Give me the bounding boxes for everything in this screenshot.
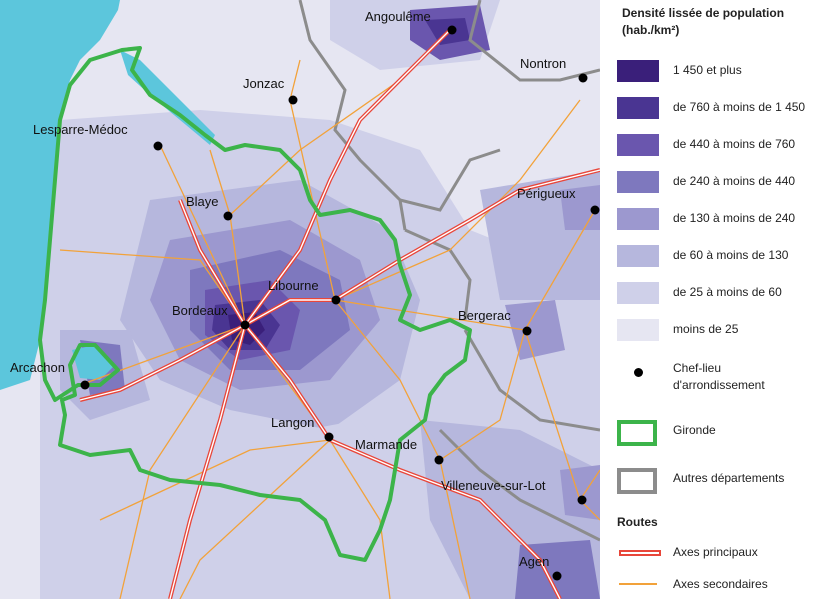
legend-swatch <box>617 282 659 304</box>
main-road-swatch <box>619 550 661 556</box>
chef-lieu-line2: d'arrondissement <box>673 378 765 392</box>
chef-lieu-label: Chef-lieu d'arrondissement <box>673 360 765 394</box>
city-label-langon: Langon <box>271 415 314 430</box>
city-marker-bergerac <box>522 326 532 336</box>
density-unit: (hab./km²) <box>622 23 680 37</box>
legend-class-1: de 760 à moins de 1 450 <box>617 95 833 121</box>
city-label-bergerac: Bergerac <box>458 308 511 323</box>
legend-swatch <box>617 60 659 82</box>
density-title: Densité lissée de population <box>622 6 785 20</box>
ocean <box>0 0 120 390</box>
legend-axes-secondaires: Axes secondaires <box>617 572 833 598</box>
arcachon-basin <box>72 345 115 380</box>
city-label-libourne: Libourne <box>268 278 319 293</box>
city-marker-blaye <box>223 211 233 221</box>
secondary-road-swatch <box>619 583 657 585</box>
routes-title: Routes <box>617 515 658 529</box>
legend-class-label: de 25 à moins de 60 <box>673 285 782 299</box>
city-label-bordeaux: Bordeaux <box>172 303 228 318</box>
legend-class-label: de 240 à moins de 440 <box>673 174 796 188</box>
city-marker-nontron <box>578 73 588 83</box>
city-markers <box>80 25 600 581</box>
legend-swatch <box>617 134 659 156</box>
legend-class-6: de 25 à moins de 60 <box>617 280 833 306</box>
legend-axes-principaux: Axes principaux <box>617 540 833 566</box>
legend-chef-lieu: Chef-lieu d'arrondissement <box>617 360 833 396</box>
legend-swatch <box>617 245 659 267</box>
city-marker-langon <box>324 432 334 442</box>
legend-swatch <box>617 97 659 119</box>
legend-swatch <box>617 208 659 230</box>
legend-class-label: de 440 à moins de 760 <box>673 137 796 151</box>
legend-class-label: de 760 à moins de 1 450 <box>673 100 806 114</box>
legend-class-7: moins de 25 <box>617 317 833 343</box>
gironde-label: Gironde <box>673 423 716 437</box>
legend-class-label: moins de 25 <box>673 322 739 336</box>
city-label-agen: Agen <box>519 554 549 569</box>
city-label-marmande: Marmande <box>355 437 417 452</box>
city-marker-villeneuve <box>577 495 587 505</box>
legend-class-2: de 440 à moins de 760 <box>617 132 833 158</box>
legend-class-label: de 60 à moins de 130 <box>673 248 789 262</box>
legend-class-label: de 130 à moins de 240 <box>673 211 796 225</box>
city-marker-lesparre <box>153 141 163 151</box>
legend-swatch <box>617 319 659 341</box>
city-marker-jonzac <box>288 95 298 105</box>
autres-label: Autres départements <box>673 471 785 485</box>
city-labels: Angoulême Jonzac Nontron Lesparre-Médoc … <box>10 9 576 569</box>
map-legend: Densité lissée de population (hab./km²) … <box>604 0 833 599</box>
city-label-villeneuve: Villeneuve-sur-Lot <box>441 478 546 493</box>
city-label-perigueux: Périgueux <box>517 186 576 201</box>
legend-title: Densité lissée de population (hab./km²) <box>622 5 832 39</box>
city-marker-perigueux <box>590 205 600 215</box>
city-label-arcachon: Arcachon <box>10 360 65 375</box>
city-label-blaye: Blaye <box>186 194 219 209</box>
city-marker-arcachon <box>80 380 90 390</box>
gironde-border-swatch <box>617 420 657 446</box>
axes-secondaires-label: Axes secondaires <box>673 577 768 591</box>
population-density-map: Angoulême Jonzac Nontron Lesparre-Médoc … <box>0 0 600 599</box>
city-label-jonzac: Jonzac <box>243 76 285 91</box>
secondary-roads <box>59 29 600 599</box>
legend-class-5: de 60 à moins de 130 <box>617 243 833 269</box>
legend-class-label: 1 450 et plus <box>673 63 742 77</box>
city-marker-bordeaux <box>240 320 250 330</box>
legend-class-3: de 240 à moins de 440 <box>617 169 833 195</box>
city-marker-marmande <box>434 455 444 465</box>
city-marker-agen <box>552 571 562 581</box>
chef-lieu-line1: Chef-lieu <box>673 361 722 375</box>
city-marker-angouleme <box>447 25 457 35</box>
axes-principaux-label: Axes principaux <box>673 545 758 559</box>
legend-autres: Autres départements <box>617 466 833 494</box>
legend-class-4: de 130 à moins de 240 <box>617 206 833 232</box>
city-label-angouleme: Angoulême <box>365 9 431 24</box>
legend-swatch <box>617 171 659 193</box>
city-marker-libourne <box>331 295 341 305</box>
chef-lieu-dot-icon <box>634 368 643 377</box>
other-departments-swatch <box>617 468 657 494</box>
legend-gironde: Gironde <box>617 418 833 446</box>
gironde-border <box>38 46 472 562</box>
legend-class-0: 1 450 et plus <box>617 58 833 84</box>
city-label-lesparre: Lesparre-Médoc <box>33 122 128 137</box>
gironde-estuary <box>120 50 215 145</box>
city-label-nontron: Nontron <box>520 56 566 71</box>
